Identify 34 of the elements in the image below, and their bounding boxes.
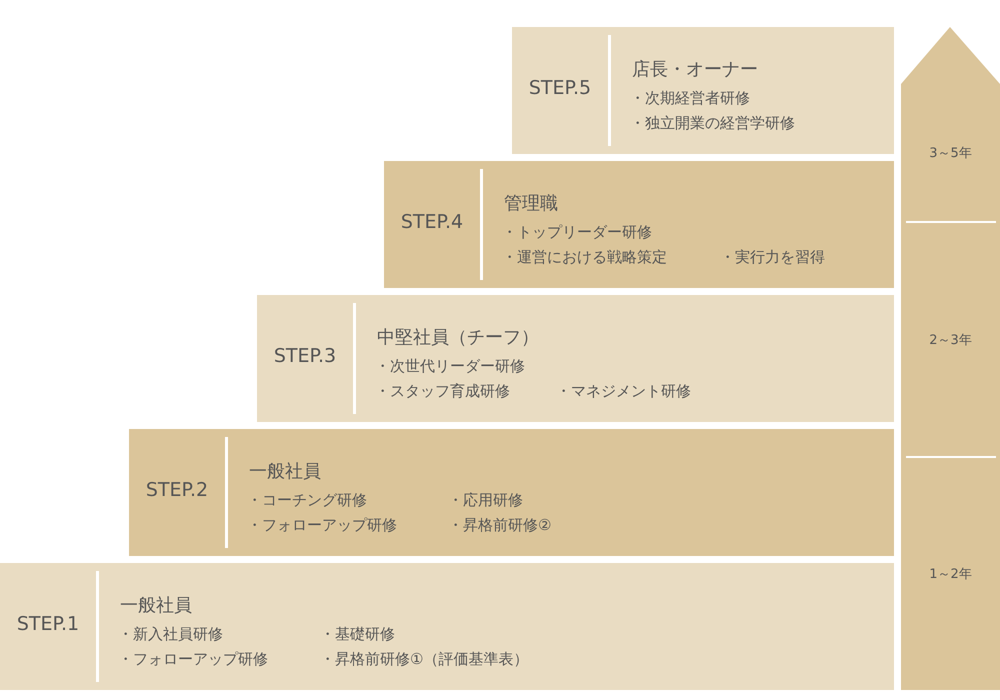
step-band [257, 295, 894, 422]
role-title: 一般社員 [120, 594, 192, 617]
step-label: STEP.2 [144, 479, 210, 501]
step-band [129, 429, 894, 556]
training-item: ・フォローアップ研修 [247, 516, 397, 535]
training-item: ・フォローアップ研修 [118, 650, 268, 669]
year-range: 3～5年 [929, 145, 972, 162]
training-item: ・独立開業の経営学研修 [630, 114, 795, 133]
step-band [512, 27, 894, 154]
training-item: ・コーチング研修 [247, 491, 367, 510]
role-title: 管理職 [504, 192, 558, 215]
step-label: STEP.3 [272, 345, 338, 367]
year-range: 2～3年 [929, 332, 972, 348]
training-item: ・応用研修 [448, 491, 523, 510]
training-item: ・次期経営者研修 [630, 89, 750, 108]
training-item: ・次世代リーダー研修 [375, 357, 525, 376]
training-item: ・スタッフ育成研修 [375, 382, 510, 401]
training-item: ・トップリーダー研修 [502, 223, 652, 242]
training-item: ・マネジメント研修 [556, 382, 691, 401]
step-label: STEP.5 [528, 77, 592, 99]
step-band [384, 161, 894, 288]
training-item: ・基礎研修 [320, 625, 395, 644]
training-item: ・実行力を習得 [720, 248, 825, 267]
training-item: ・新入社員研修 [118, 625, 223, 644]
role-title: 一般社員 [249, 460, 321, 483]
step-label: STEP.1 [16, 613, 80, 635]
role-title: 店長・オーナー [632, 58, 758, 81]
training-item: ・運営における戦略策定 [502, 248, 667, 267]
role-title: 中堅社員（チーフ） [377, 326, 539, 349]
step-label: STEP.4 [400, 211, 464, 233]
training-item: ・昇格前研修② [448, 516, 552, 535]
step-band [0, 563, 894, 690]
training-item: ・昇格前研修①（評価基準表） [320, 650, 528, 669]
year-range: 1～2年 [929, 566, 972, 582]
